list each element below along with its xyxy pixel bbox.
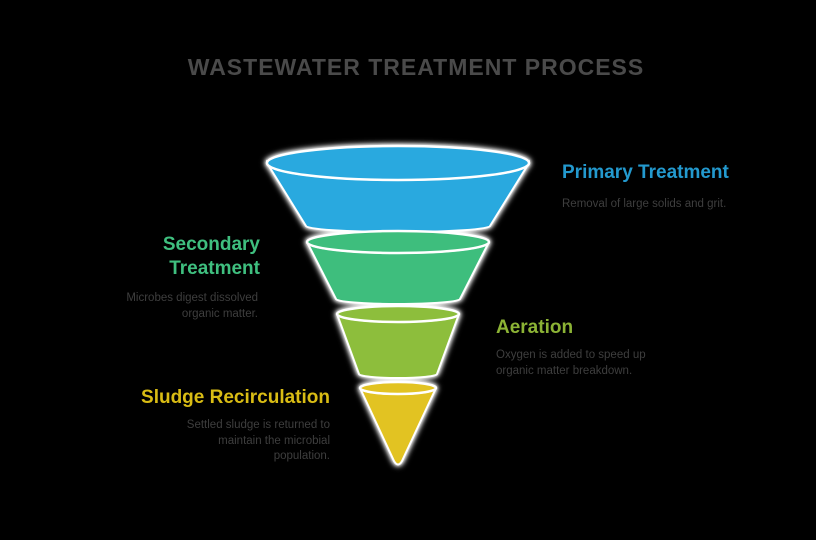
- funnel-stage-sludge: [358, 380, 438, 466]
- stage-label-primary-treatment: Primary Treatment: [562, 162, 729, 183]
- stage-description-aeration: Oxygen is added to speed up organic matt…: [496, 349, 646, 377]
- funnel-stage-secondary: [305, 229, 491, 305]
- stage-description-sludge-recirculation: Settled sludge is returned to maintain t…: [186, 419, 330, 462]
- funnel-stage-aeration: [335, 304, 461, 379]
- stage-description-primary-treatment: Removal of large solids and grit.: [562, 198, 727, 210]
- stage-label-secondary-treatment: Secondary Treatment: [162, 234, 260, 279]
- stage-label-sludge-recirculation: Sludge Recirculation: [141, 387, 330, 408]
- stage-label-aeration: Aeration: [496, 317, 574, 338]
- funnel-stage-primary: [265, 144, 531, 233]
- stage-description-secondary-treatment: Microbes digest dissolved organic matter…: [126, 292, 258, 320]
- page-title: Wastewater Treatment Process: [187, 54, 645, 80]
